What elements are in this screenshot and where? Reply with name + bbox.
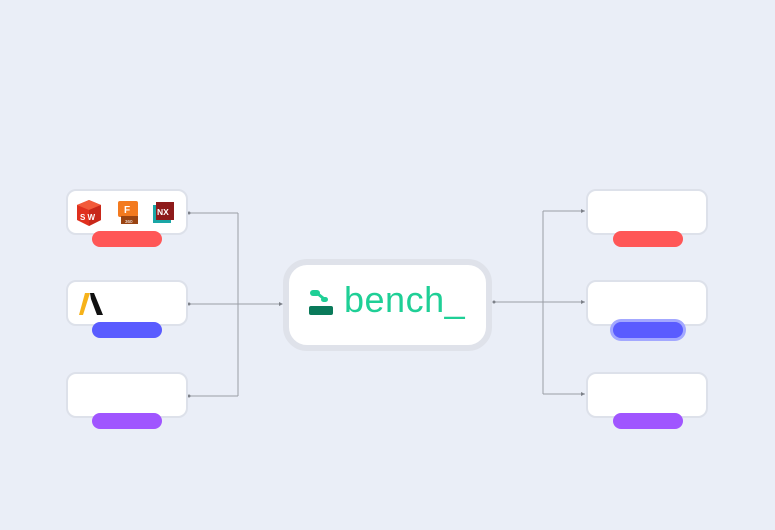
hub-label: bench_: [344, 279, 466, 320]
onshape-style-logo-icon: [79, 293, 103, 315]
left-node-logo[interactable]: [66, 280, 188, 326]
svg-text:NX: NX: [157, 207, 169, 217]
right-node-1[interactable]: [586, 189, 708, 235]
siemens-nx-icon: NX: [153, 202, 174, 223]
right-node-3-status-pill: [613, 413, 683, 429]
bench-logo-icon: [309, 290, 333, 315]
left-node-1-status-pill: [92, 231, 162, 247]
svg-text:360: 360: [125, 219, 133, 224]
left-node-empty[interactable]: [66, 372, 188, 418]
left-node-3-status-pill: [92, 413, 162, 429]
svg-text:F: F: [124, 205, 130, 216]
left-node-cad-tools[interactable]: S W F 360 NX: [66, 189, 188, 235]
right-node-3[interactable]: [586, 372, 708, 418]
right-node-2[interactable]: [586, 280, 708, 326]
fusion-360-icon: F 360: [118, 201, 138, 224]
svg-text:S W: S W: [80, 213, 96, 222]
solidworks-icon: S W: [77, 200, 101, 226]
right-node-1-status-pill: [613, 231, 683, 247]
right-node-2-status-pill: [613, 322, 683, 338]
left-node-2-status-pill: [92, 322, 162, 338]
bench-hub-node[interactable]: bench_: [283, 259, 492, 351]
